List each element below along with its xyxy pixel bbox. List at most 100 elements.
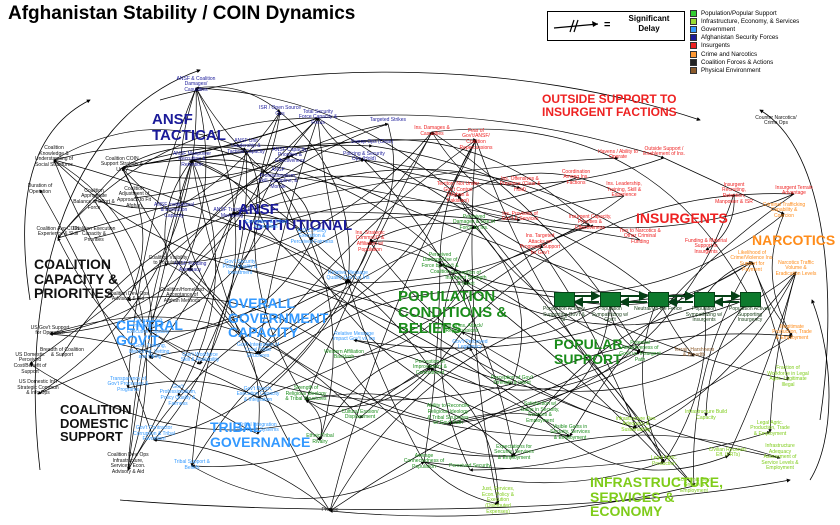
causal-link — [439, 263, 474, 349]
causal-link — [29, 117, 319, 365]
causal-link — [189, 267, 449, 425]
node-ins: Ins. Strategic Comms/IO & Affiliation w/… — [355, 229, 385, 253]
causal-link — [423, 431, 771, 470]
legend-item: Physical Environment — [690, 66, 836, 74]
causal-link — [353, 261, 753, 349]
causal-link — [195, 86, 459, 197]
causal-link — [305, 393, 515, 457]
causal-link — [277, 181, 571, 438]
causal-link — [127, 159, 193, 471]
node-coa: Coalition COIN Support Strategy & Unity — [100, 155, 144, 173]
node-coa: Coalition Avg COIN Experience & Skill — [36, 225, 80, 238]
causal-link — [191, 461, 425, 499]
node-coa: Provide — [321, 507, 339, 514]
cluster-popular-support: POPULAR SUPPORT — [554, 336, 623, 367]
causal-link — [93, 199, 147, 471]
causal-link — [369, 241, 665, 463]
node-ansf: ANSF Manpower Recruiting & Retention — [172, 150, 212, 168]
node-gov: Gov't Contractor Corruption & Tribal Fav… — [133, 425, 175, 443]
node-ins: Ins. Damages & Casualties — [414, 125, 450, 137]
causal-link — [231, 211, 641, 241]
causal-link — [329, 351, 641, 512]
causal-link — [319, 346, 471, 441]
causal-link — [121, 167, 259, 355]
causal-link — [257, 241, 371, 399]
legend-label: Infrastructure, Economy, & Services — [701, 17, 800, 25]
causal-link — [513, 434, 781, 459]
causal-link — [37, 281, 349, 395]
causal-link — [257, 281, 467, 355]
node-gov: Transparency of Gov't Processes & Progra… — [107, 375, 149, 393]
node-pop: Fear of Ins. Attack/ Repercussions — [441, 322, 483, 335]
causal-link — [173, 213, 431, 369]
causal-link — [539, 297, 612, 417]
causal-link — [191, 290, 561, 467]
legend-label: Population/Popular Support — [701, 9, 777, 17]
causal-link — [147, 239, 313, 333]
node-pop: Ethnic/Tribal Rivalry — [306, 433, 334, 445]
causal-link — [353, 339, 571, 437]
node-pop: Perception of Improvement & Commitment — [413, 358, 447, 376]
causal-link — [179, 87, 259, 355]
causal-link — [727, 271, 797, 457]
cluster-outside-support: OUTSIDE SUPPORT TO INSURGENT FACTIONS — [542, 92, 677, 119]
causal-link — [127, 262, 169, 301]
node-ansf: ANSF Funding Adequacy — [173, 261, 207, 273]
node-ins: Fear of Gov't/ANSF/ Coalition Repercussi… — [459, 127, 493, 151]
legend-swatch — [690, 17, 697, 25]
node-pop: Western Affiliation Backlash — [324, 348, 364, 361]
causal-link — [39, 189, 155, 441]
causal-link — [119, 478, 791, 510]
delay-key: = Significant Delay — [547, 11, 685, 41]
node-ins: Havens / Ability to Operate — [598, 148, 638, 161]
causal-link — [316, 117, 425, 463]
causal-link — [439, 263, 665, 463]
causal-link — [423, 461, 665, 484]
causal-link — [511, 271, 797, 392]
causal-link — [465, 281, 751, 326]
legend-swatch — [690, 66, 697, 74]
node-coa: Counter Narcotics/ Crime Ops — [755, 114, 797, 127]
causal-link — [191, 159, 313, 241]
node-pop: Ability to Reconcile Religious Ideology … — [426, 403, 470, 427]
causal-link — [692, 261, 753, 487]
causal-link — [277, 181, 314, 241]
legend-label: Insurgents — [701, 42, 730, 50]
node-pop: Expectations for Security, Services & Em… — [494, 443, 534, 461]
causal-link — [447, 412, 541, 425]
causal-link — [121, 117, 319, 169]
causal-link — [457, 195, 521, 222]
diagram-title: Afghanistan Stability / COIN Dynamics — [8, 3, 356, 24]
popular-support-stock-label: Neutral/On the Fence — [634, 306, 682, 312]
causal-link — [177, 159, 216, 397]
causal-link — [363, 159, 521, 190]
node-ins: Insurgent Recruiting, Retention, Manpowe… — [715, 181, 753, 205]
node-inf: Fraction of Workforce in Legal Agric. Le… — [767, 365, 809, 388]
node-coa: Coalition Knowledge & Understanding of S… — [34, 145, 74, 168]
causal-link — [363, 159, 516, 457]
causal-link — [539, 225, 591, 249]
node-pop: Strength of Religious Ideology & Tribal … — [285, 385, 327, 403]
causal-link — [121, 146, 279, 183]
cluster-narcotics: NARCOTICS — [752, 232, 836, 248]
causal-link — [189, 111, 282, 269]
node-inf: Infrastructure Dev. Adequacy & Sustainab… — [615, 415, 657, 433]
causal-link — [328, 139, 477, 512]
causal-link — [305, 131, 433, 401]
causal-link — [317, 117, 611, 299]
causal-link — [257, 195, 625, 355]
node-coa: Coalition Execution Capacity & Prioritie… — [72, 225, 116, 243]
causal-link — [461, 297, 611, 339]
node-gov: R.O.L. Policy Execution & Perceived Fair… — [290, 227, 334, 245]
causal-link — [457, 195, 695, 487]
node-nar: Criminal Trafficking Capability & Coerci… — [762, 201, 806, 219]
causal-link — [759, 109, 829, 421]
causal-link — [589, 193, 795, 229]
node-ansf: ANSF Capacity, Priorities & Effectivenes… — [272, 146, 308, 164]
node-coa: Breadth of Coalition & Support — [40, 346, 84, 359]
node-pop: Potential Attractiveness of Gov't vs. In… — [619, 339, 661, 363]
node-ins: Ins. Targeted Attacks on Progress/ Suppo… — [519, 233, 561, 256]
node-ansf: ANSF & Coalition Damages/ Casualties — [176, 75, 216, 93]
legend-swatch — [690, 42, 697, 50]
